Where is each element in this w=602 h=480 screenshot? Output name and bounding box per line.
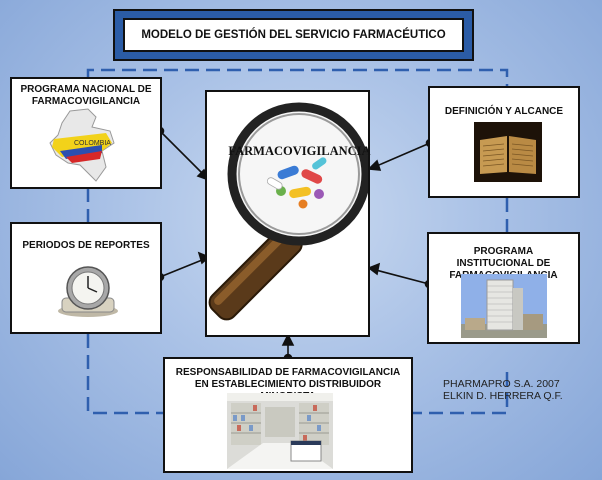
node-definicion: DEFINICIÓN Y ALCANCE xyxy=(428,86,580,198)
pharmacy-store-icon xyxy=(227,393,333,469)
node-label: PERIODOS DE REPORTES xyxy=(22,240,150,251)
page-title: MODELO DE GESTIÓN DEL SERVICIO FARMACÉUT… xyxy=(123,18,464,52)
node-label: DEFINICIÓN Y ALCANCE xyxy=(444,106,564,117)
map-label: COLOMBIA xyxy=(74,140,111,147)
dashed-frame xyxy=(86,68,509,415)
book-icon xyxy=(474,122,542,182)
title-frame: MODELO DE GESTIÓN DEL SERVICIO FARMACÉUT… xyxy=(113,9,474,61)
building-icon xyxy=(461,274,547,338)
node-farmacovigilancia: FARMACOVIGILANCIA xyxy=(205,90,371,337)
credit-line-1: PHARMAPRO S.A. 2007 xyxy=(443,378,560,390)
pills-icon xyxy=(266,157,327,209)
node-responsabilidad: RESPONSABILIDAD DE FARMACOVIGILANCIA EN … xyxy=(163,357,413,473)
credits: PHARMAPRO S.A. 2007 ELKIN D. HERRERA Q.F… xyxy=(443,378,563,402)
magnifier-icon xyxy=(208,102,368,321)
center-label: FARMACOVIGILANCIA xyxy=(228,144,371,158)
credit-line-2: ELKIN D. HERRERA Q.F. xyxy=(443,390,563,402)
node-programa-nacional: PROGRAMA NACIONAL DE FARMACOVIGILANCIA C… xyxy=(10,77,162,189)
node-periodos: PERIODOS DE REPORTES xyxy=(10,222,162,334)
node-label: PROGRAMA NACIONAL DE FARMACOVIGILANCIA xyxy=(20,84,152,107)
colombia-map-icon: COLOMBIA xyxy=(49,108,115,182)
clock-icon xyxy=(58,266,118,317)
node-programa-institucional: PROGRAMA INSTITUCIONAL DE FARMACOVIGILAN… xyxy=(427,232,580,344)
